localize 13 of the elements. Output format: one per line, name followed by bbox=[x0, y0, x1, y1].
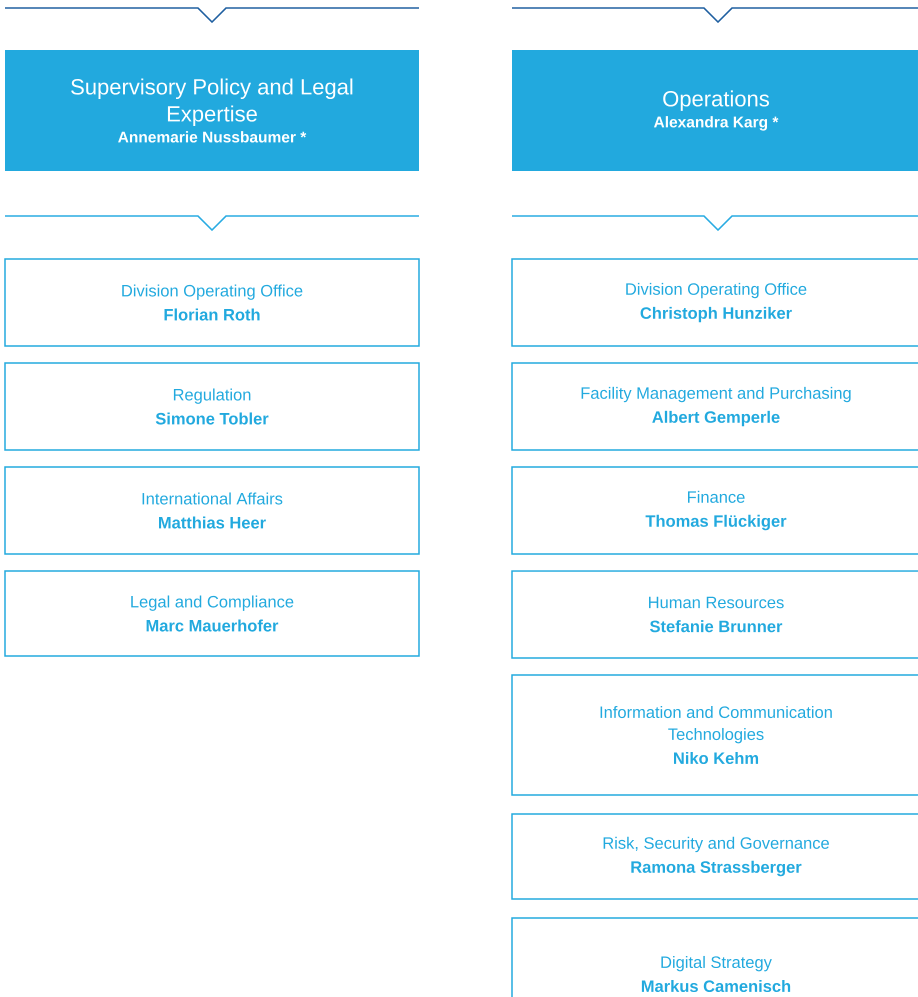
unit-box: Risk, Security and Governance Ramona Strassberger bbox=[511, 813, 918, 900]
unit-box: Finance Thomas Flückiger bbox=[511, 466, 918, 555]
unit-box: Legal and Compliance Marc Mauerhofer bbox=[4, 570, 420, 657]
unit-box: International Affairs Matthias Heer bbox=[4, 466, 420, 555]
unit-box: Digital Strategy Markus Camenisch bbox=[511, 917, 918, 997]
unit-box: Human Resources Stefanie Brunner bbox=[511, 570, 918, 659]
unit-box: Division Operating Office Christoph Hunziker bbox=[511, 258, 918, 347]
department-box: Operations Alexandra Karg * bbox=[512, 50, 918, 171]
department-box: Supervisory Policy and Legal Expertise Annemarie Nussbaumer * bbox=[5, 50, 419, 171]
unit-box: Facility Management and Purchasing Albert Gemperle bbox=[511, 362, 918, 451]
unit-box: Information and Communication Technologies Niko Kehm bbox=[511, 674, 918, 796]
unit-box: Division Operating Office Florian Roth bbox=[4, 258, 420, 347]
unit-box: Regulation Simone Tobler bbox=[4, 362, 420, 451]
